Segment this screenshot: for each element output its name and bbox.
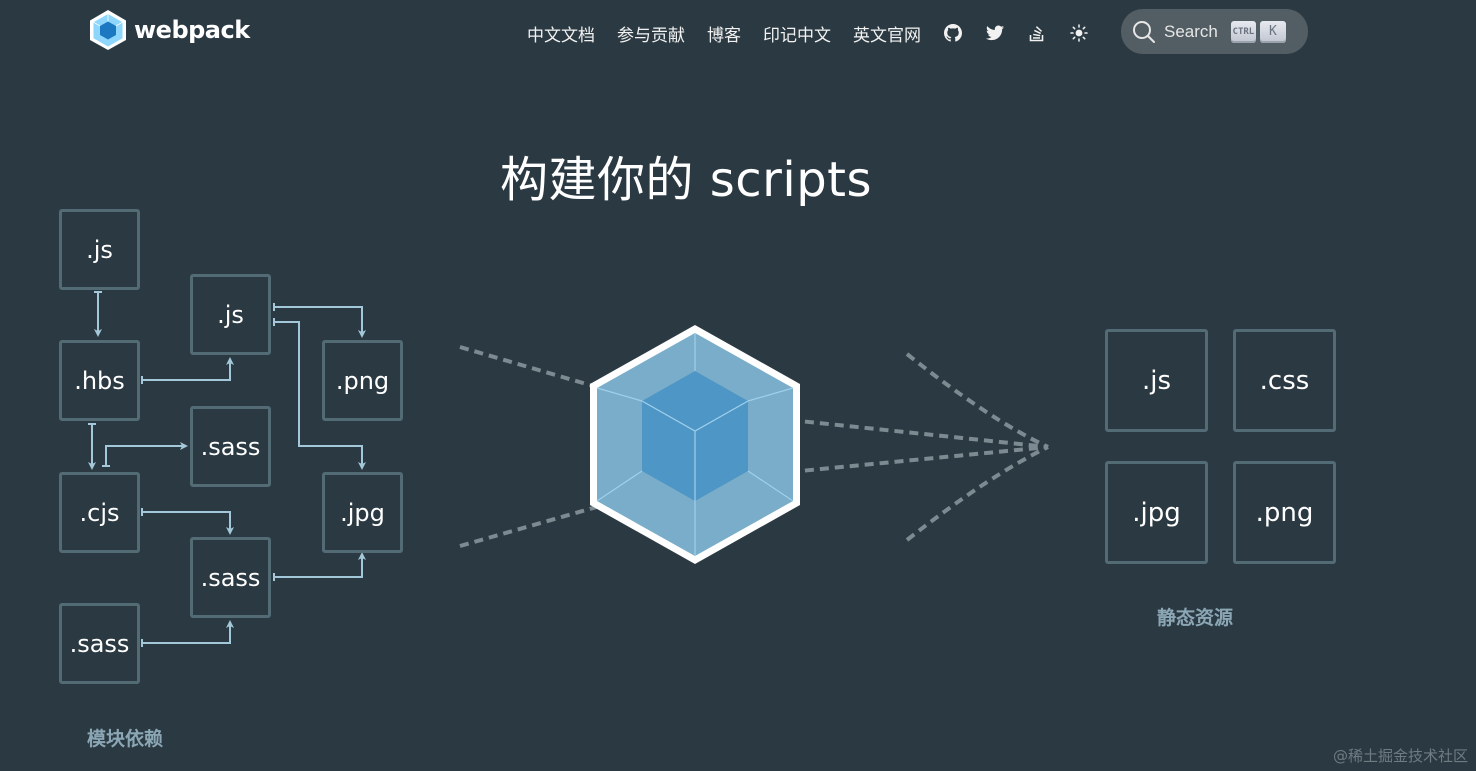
search-button[interactable]: Search CTRL K [1121, 9, 1308, 54]
dependency-tile-png: .png [322, 340, 403, 421]
twitter-link[interactable] [985, 23, 1005, 43]
nav-link-blog[interactable]: 博客 [707, 25, 741, 46]
nav-link-contribute[interactable]: 参与贡献 [617, 25, 685, 46]
dependency-tile-jpg: .jpg [322, 472, 403, 553]
stack-overflow-link[interactable] [1027, 23, 1047, 43]
dependency-tile-sass-bottom: .sass [59, 603, 140, 684]
dependency-arrows [88, 291, 366, 647]
arrow-cjs-to-sass-mid [142, 511, 234, 535]
github-link[interactable] [943, 23, 963, 43]
arrow-sass-to-sass [142, 620, 234, 644]
webpack-cube [590, 325, 800, 564]
top-nav: 中文文档 参与贡献 博客 印记中文 英文官网 [527, 21, 1111, 46]
shortcut-k-key: K [1259, 20, 1286, 43]
github-icon [944, 24, 962, 42]
search-label: Search [1164, 21, 1218, 41]
hero-title: 构建你的 scripts [499, 152, 873, 208]
dependencies-caption: 模块依赖 [87, 728, 164, 750]
webpack-logo-icon [90, 10, 126, 50]
dependency-tile-sass-mid: .sass [190, 537, 271, 618]
stack-overflow-icon [1029, 26, 1044, 42]
asset-tile-js: .js [1105, 329, 1208, 432]
dependency-tile-hbs: .hbs [59, 340, 140, 421]
flow-dotted-lines [459, 345, 1049, 548]
shortcut-ctrl-key: CTRL [1230, 20, 1256, 43]
watermark: @稀土掘金技术社区 [1332, 747, 1468, 765]
logo-link[interactable]: webpack [88, 9, 250, 51]
arrow-hbs-to-js [142, 357, 234, 381]
theme-toggle-icon [1070, 24, 1088, 42]
dependency-tile-js-mid: .js [190, 274, 271, 355]
theme-toggle-button[interactable] [1069, 23, 1089, 43]
search-icon [1133, 20, 1155, 43]
arrow-cjs-to-sass-top [105, 442, 188, 466]
asset-tile-png: .png [1233, 461, 1336, 564]
nav-link-english-site[interactable]: 英文官网 [853, 25, 921, 46]
twitter-icon [986, 25, 1004, 41]
arrow-js-to-png [274, 306, 366, 338]
nav-link-docs[interactable]: 中文文档 [527, 25, 595, 46]
asset-tile-jpg: .jpg [1105, 461, 1208, 564]
asset-tile-css: .css [1233, 329, 1336, 432]
dependency-tile-cjs: .cjs [59, 472, 140, 553]
dependency-tile-sass-top: .sass [190, 406, 271, 487]
arrow-sass-to-jpg [274, 552, 366, 578]
nav-link-docschina[interactable]: 印记中文 [763, 25, 831, 46]
logo-text: webpack [134, 16, 250, 44]
assets-caption: 静态资源 [1157, 607, 1234, 629]
dependency-tile-js: .js [59, 209, 140, 290]
arrow-js-to-jpg [274, 321, 366, 470]
